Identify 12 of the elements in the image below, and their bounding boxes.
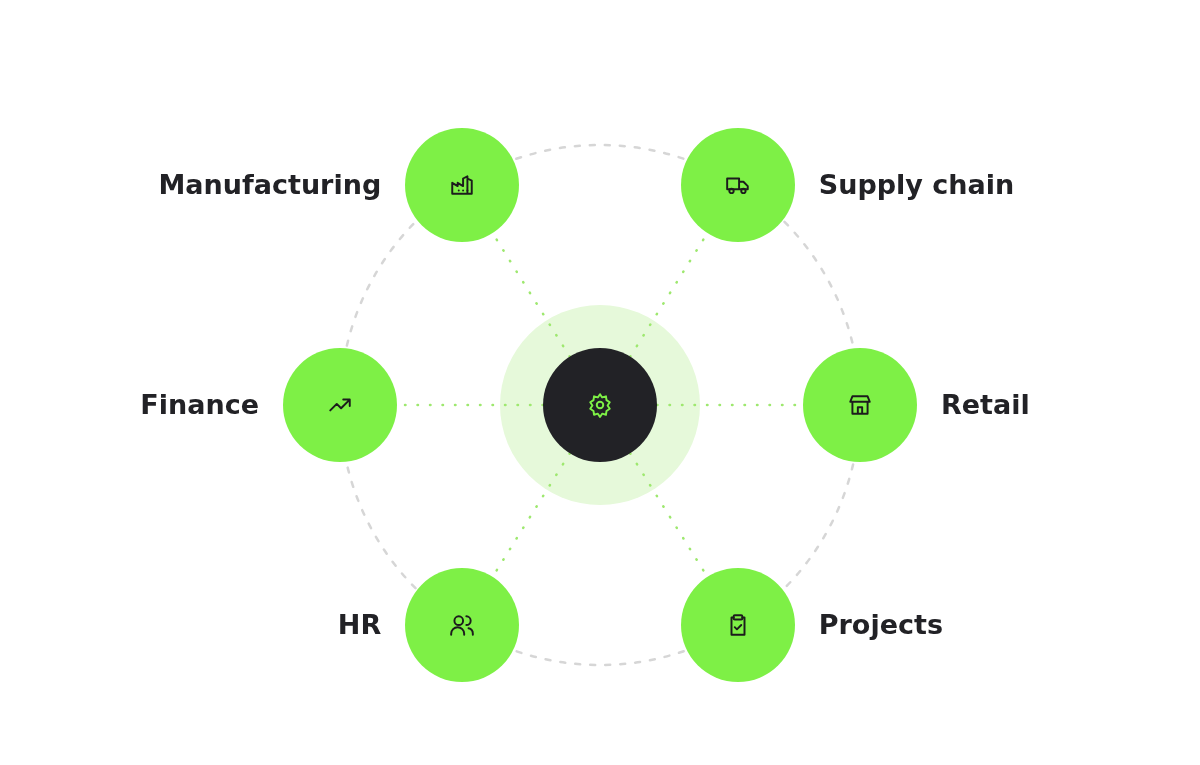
dashed-ring-arc xyxy=(345,220,417,347)
dashed-ring-arc xyxy=(345,463,417,590)
category-label: Manufacturing xyxy=(158,167,382,202)
dashed-ring-arc xyxy=(783,220,855,347)
category-label: Retail xyxy=(941,388,1030,422)
category-label: HR xyxy=(337,608,382,643)
category-label: Supply chain xyxy=(818,167,1015,202)
category-label: Projects xyxy=(818,608,943,643)
dashed-ring-arc xyxy=(783,463,855,590)
dashed-ring-arc xyxy=(515,143,685,161)
category-label: Finance xyxy=(140,388,259,422)
dashed-ring-arc xyxy=(515,649,685,667)
